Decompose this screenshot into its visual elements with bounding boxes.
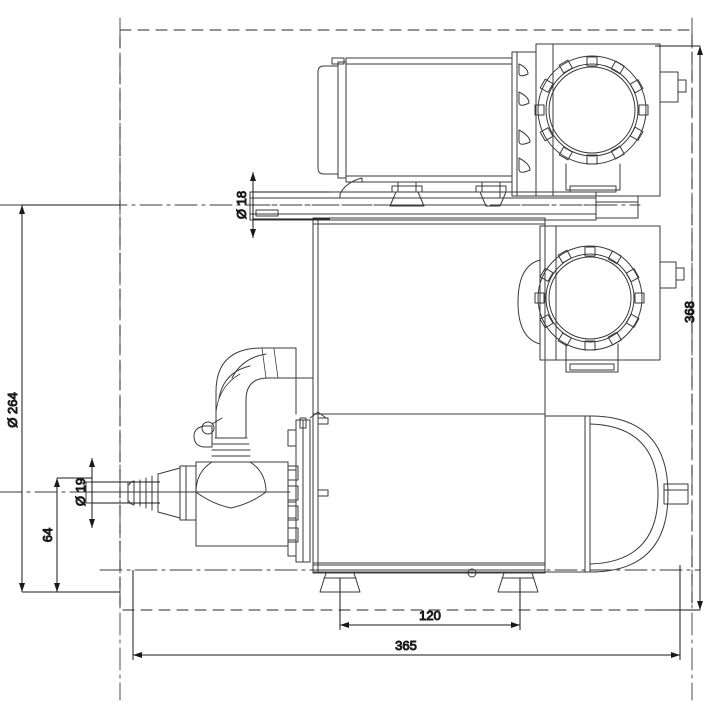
dim-label-64: 64: [40, 528, 55, 542]
reservoir-tank: [287, 217, 546, 593]
dim-height-368: 368: [655, 45, 703, 611]
flange-bolt-tabs-upper: [534, 56, 649, 165]
dim-label-264: Ø 264: [5, 392, 20, 427]
mounting-feet: [319, 572, 539, 593]
dim-width-120: 120: [339, 578, 521, 630]
flange-bolt-tabs-lower: [534, 246, 645, 351]
dim-diameter-18: Ø 18: [234, 172, 330, 238]
inlet-hose-barb: [85, 461, 299, 547]
dim-label-368: 368: [682, 301, 697, 323]
dim-height-64: 64: [40, 477, 92, 592]
misc-details: [249, 204, 597, 429]
dim-label-18: Ø 18: [234, 191, 249, 219]
dim-label-19: Ø 19: [73, 478, 88, 506]
dim-width-365: 365: [132, 565, 681, 660]
dim-label-365: 365: [395, 638, 417, 653]
dim-diameter-264: Ø 264: [5, 204, 120, 593]
lower-pump-head-flange: [517, 225, 685, 373]
accumulator-vessel: [544, 415, 689, 573]
dim-label-120: 120: [419, 608, 441, 623]
suction-elbow-pipe: [193, 347, 297, 509]
dimension-annotations: Ø 264 64 Ø 19 Ø 18 368: [5, 45, 703, 660]
mounting-rail-manifold: [249, 181, 639, 221]
electric-motor: [317, 51, 537, 199]
dim-diameter-19: Ø 19: [73, 458, 160, 528]
outer-envelope-boundary: [119, 29, 693, 611]
upper-pump-head-flange: [534, 43, 687, 197]
centerlines: [0, 17, 701, 701]
